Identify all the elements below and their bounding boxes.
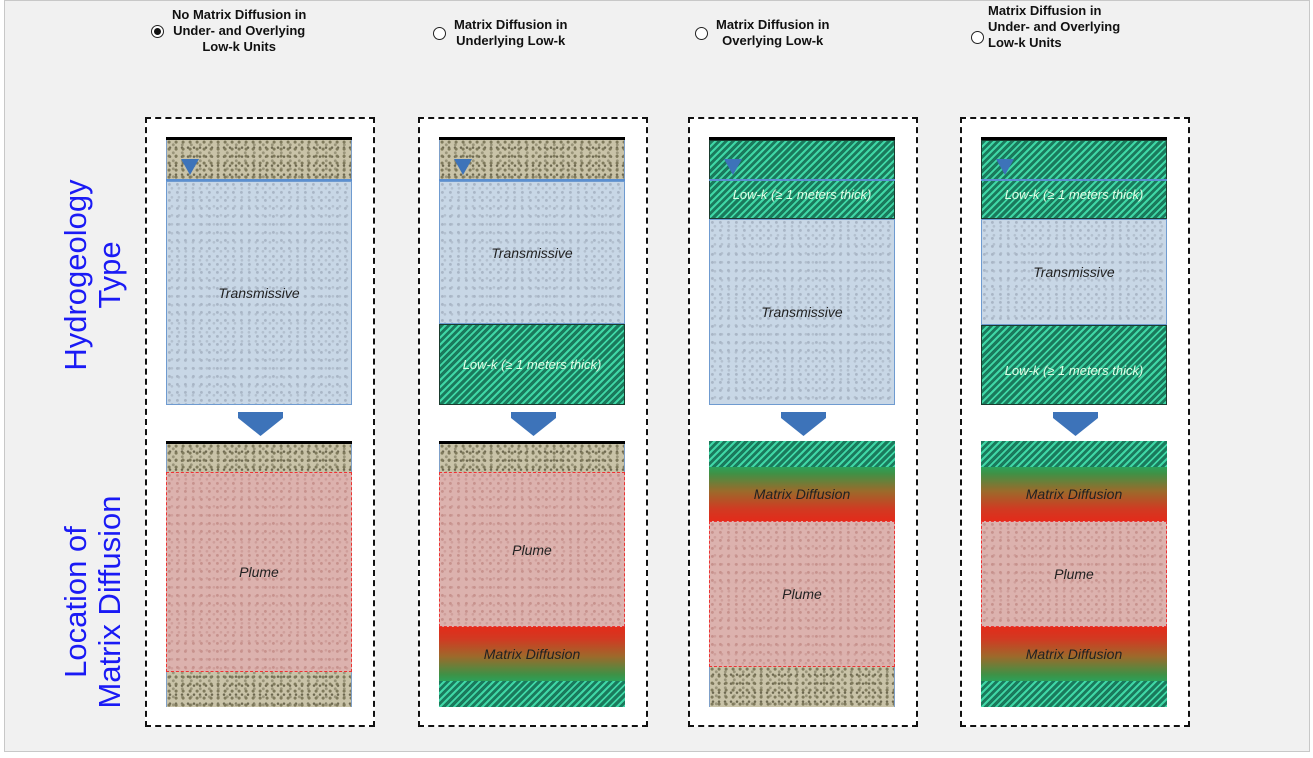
matrix-diffusion-zone: Matrix Diffusion (439, 627, 625, 681)
low-k-band (981, 681, 1167, 707)
matrix-diffusion-label: Matrix Diffusion (483, 646, 581, 662)
water-table-line (166, 179, 352, 181)
water-table-line (439, 179, 625, 181)
matrix-diffusion-diagram: Matrix Diffusion Plume Matrix Diffusion (981, 441, 1167, 707)
transmissive-layer: Transmissive (709, 219, 895, 405)
ground-surface-line (981, 137, 1167, 140)
low-k-band (709, 441, 895, 467)
down-arrow-icon (511, 412, 556, 436)
down-arrow-icon (1053, 412, 1098, 436)
low-k-label: Low-k (≥ 1 meters thick) (462, 357, 602, 372)
transmissive-layer: Transmissive (981, 219, 1167, 325)
plume-zone: Plume (709, 521, 895, 667)
down-arrow-icon (238, 412, 283, 436)
row-label-line: Location of (58, 526, 93, 678)
low-k-label: Low-k (≥ 1 meters thick) (1004, 362, 1144, 378)
water-table-line (981, 179, 1167, 181)
row-label-location-matrix-diffusion: Location of Matrix Diffusion (58, 477, 127, 727)
water-table-triangle-icon (996, 159, 1014, 175)
matrix-diffusion-zone: Matrix Diffusion (981, 467, 1167, 521)
water-table-triangle-icon (454, 159, 472, 175)
ground-surface-line (439, 137, 625, 140)
option-under-and-overlying-low-k[interactable]: Matrix Diffusion in Under- and Overlying… (971, 3, 1120, 51)
low-k-label: Low-k (≥ 1 meters thick) (732, 187, 872, 202)
radio-button[interactable] (151, 24, 164, 38)
transmissive-label: Transmissive (218, 285, 300, 301)
option-label[interactable]: Matrix Diffusion in Underlying Low-k (454, 17, 568, 48)
ground-surface-line (709, 137, 895, 140)
row-label-line: Hydrogeology (58, 179, 93, 371)
ground-surface-line (166, 441, 352, 444)
matrix-diffusion-label: Matrix Diffusion (1025, 486, 1123, 502)
hydrogeology-diagram: Transmissive (166, 137, 352, 405)
row-label-hydrogeology-type: Hydrogeology Type (58, 175, 127, 375)
row-label-line: Matrix Diffusion (92, 495, 127, 709)
matrix-diffusion-label: Matrix Diffusion (1025, 646, 1123, 662)
option-label[interactable]: Matrix Diffusion in Under- and Overlying… (988, 3, 1121, 50)
scenario-card-1[interactable]: Transmissive Plume (145, 117, 375, 727)
water-table-triangle-icon (181, 159, 199, 175)
matrix-diffusion-diagram: Matrix Diffusion Plume (709, 441, 895, 707)
down-arrow-icon (781, 412, 826, 436)
low-k-layer: Low-k (≥ 1 meters thick) (439, 324, 625, 405)
low-k-layer: Low-k (≥ 1 meters thick) (981, 325, 1167, 405)
matrix-diffusion-zone: Matrix Diffusion (981, 627, 1167, 681)
hydrogeology-diagram: Low-k (≥ 1 meters thick) Transmissive (709, 137, 895, 405)
matrix-diffusion-diagram: Plume Matrix Diffusion (439, 441, 625, 707)
scenario-card-2[interactable]: Transmissive Low-k (≥ 1 meters thick) Pl… (418, 117, 648, 727)
plume-label: Plume (239, 564, 279, 580)
plume-zone: Plume (166, 472, 352, 672)
matrix-diffusion-label: Matrix Diffusion (753, 486, 851, 502)
radio-button[interactable] (433, 26, 446, 40)
gravel-layer (439, 444, 625, 472)
ground-surface-line (439, 441, 625, 444)
ground-surface-line (166, 137, 352, 140)
transmissive-label: Transmissive (761, 304, 843, 320)
transmissive-layer: Transmissive (439, 181, 625, 324)
plume-zone: Plume (981, 521, 1167, 627)
hydrogeology-diagram: Low-k (≥ 1 meters thick) Transmissive Lo… (981, 137, 1167, 405)
radio-button[interactable] (695, 26, 708, 40)
panel-frame: Hydrogeology Type Location of Matrix Dif… (4, 0, 1310, 752)
radio-selected-dot (154, 27, 161, 35)
row-label-line: Type (92, 241, 127, 309)
radio-button[interactable] (971, 31, 984, 44)
matrix-diffusion-zone: Matrix Diffusion (709, 467, 895, 521)
low-k-label: Low-k (≥ 1 meters thick) (1004, 187, 1144, 202)
scenario-card-3[interactable]: Low-k (≥ 1 meters thick) Transmissive Ma… (688, 117, 918, 727)
water-table-line (709, 179, 895, 181)
option-overlying-low-k[interactable]: Matrix Diffusion in Overlying Low-k (695, 17, 829, 49)
hydrogeology-diagram: Transmissive Low-k (≥ 1 meters thick) (439, 137, 625, 405)
plume-label: Plume (1054, 566, 1094, 582)
matrix-diffusion-diagram: Plume (166, 441, 352, 707)
gravel-layer (709, 667, 895, 707)
low-k-band (439, 681, 625, 707)
plume-zone: Plume (439, 472, 625, 627)
water-table-triangle-icon (724, 159, 742, 175)
option-label[interactable]: No Matrix Diffusion in Under- and Overly… (172, 7, 307, 54)
plume-label: Plume (782, 586, 822, 602)
low-k-band (981, 441, 1167, 467)
option-underlying-low-k[interactable]: Matrix Diffusion in Underlying Low-k (433, 17, 567, 49)
scenario-card-4[interactable]: Low-k (≥ 1 meters thick) Transmissive Lo… (960, 117, 1190, 727)
transmissive-label: Transmissive (1033, 264, 1115, 280)
option-no-matrix-diffusion[interactable]: No Matrix Diffusion in Under- and Overly… (151, 7, 306, 55)
option-label[interactable]: Matrix Diffusion in Overlying Low-k (716, 17, 830, 48)
transmissive-layer: Transmissive (166, 181, 352, 405)
plume-label: Plume (512, 541, 552, 558)
transmissive-label: Transmissive (491, 244, 573, 261)
